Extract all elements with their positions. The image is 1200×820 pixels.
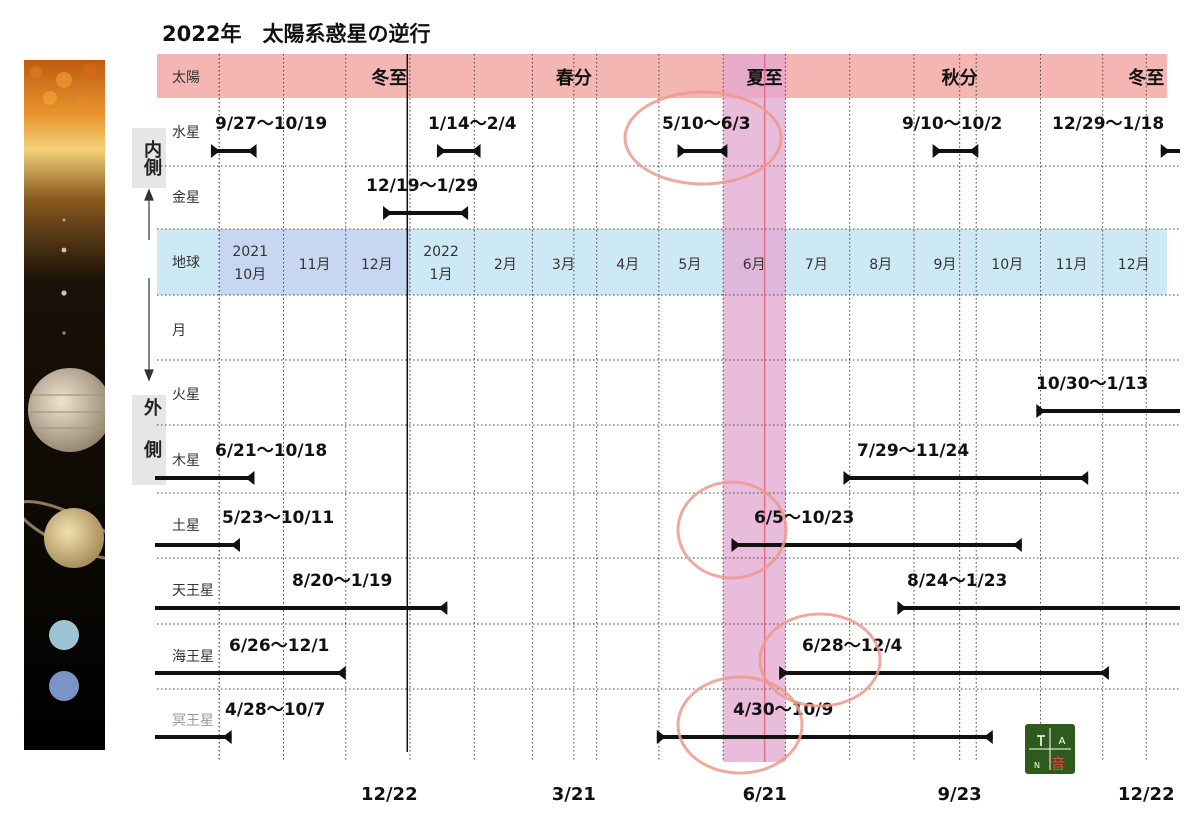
logo-icon: A N 音	[1025, 724, 1075, 774]
planet-name-label: 金星	[172, 190, 200, 206]
month-label: 9月	[934, 257, 957, 273]
planet-name-label: 木星	[172, 453, 200, 469]
retrograde-start-cap	[656, 730, 666, 744]
month-label: 7月	[805, 257, 828, 273]
highlight-circle	[758, 612, 882, 708]
planet-name-label: 月	[172, 323, 186, 339]
retrograde-period-label: 5/10〜6/3	[662, 114, 751, 134]
direction-arrows	[144, 188, 154, 382]
season-label: 冬至	[371, 67, 407, 89]
retrograde-end-cap	[336, 666, 346, 680]
retrograde-start-cap	[1160, 144, 1170, 158]
retrograde-period-label: 6/26〜12/1	[229, 636, 329, 656]
retrograde-period-label: 4/30〜10/9	[733, 700, 833, 720]
planet-name-label: 天王星	[172, 583, 214, 599]
sun-label: 太陽	[172, 70, 200, 86]
month-label: 8月	[869, 257, 892, 273]
retrograde-start-cap	[383, 206, 393, 220]
retrograde-end-cap	[230, 538, 240, 552]
season-label: 夏至	[747, 68, 783, 89]
retrograde-start-cap	[843, 471, 853, 485]
retrograde-end-cap	[459, 206, 469, 220]
planet-name-label: 海王星	[172, 649, 214, 665]
retrograde-period-label: 12/19〜1/29	[366, 176, 478, 196]
planet-name-label: 火星	[172, 387, 200, 403]
season-date-label: 12/22	[1118, 784, 1175, 805]
planet-name-label: 土星	[172, 518, 200, 534]
retrograde-period-label: 6/21〜10/18	[215, 441, 327, 461]
month-label: 10月	[991, 257, 1023, 273]
season-label: 秋分	[942, 67, 978, 89]
retrograde-end-cap	[969, 144, 979, 158]
highlight-circle	[676, 675, 804, 775]
month-year-label: 2022	[423, 244, 459, 260]
planet-name-label: 冥王星	[172, 713, 214, 729]
retrograde-period-label: 1/14〜2/4	[428, 114, 517, 134]
logo-letter-on: 音	[1050, 755, 1065, 773]
chart-title: 2022年 太陽系惑星の逆行	[162, 22, 431, 46]
retrograde-start-cap	[731, 538, 741, 552]
retrograde-end-cap	[1012, 538, 1022, 552]
logo-letter-a: A	[1059, 736, 1066, 747]
highlight-circle	[623, 90, 783, 186]
retrograde-end-cap	[983, 730, 993, 744]
retrograde-period-label: 12/29〜1/18	[1052, 114, 1164, 134]
retrograde-period-label: 6/28〜12/4	[802, 636, 903, 656]
retrograde-period-label: 4/28〜10/7	[225, 700, 325, 720]
month-label: 11月	[299, 257, 331, 273]
month-label: 12月	[361, 257, 393, 273]
retrograde-start-cap	[677, 144, 687, 158]
month-label: 4月	[616, 257, 639, 273]
retrograde-start-cap	[779, 666, 789, 680]
retrograde-period-label: 6/5〜10/23	[754, 508, 854, 528]
month-label: 10月	[234, 267, 266, 283]
month-label: 2月	[494, 257, 517, 273]
month-label: 5月	[678, 257, 701, 273]
month-label: 1月	[430, 267, 453, 283]
retrograde-end-cap	[247, 144, 257, 158]
earth-band-highlight	[219, 229, 411, 295]
retrograde-start-cap	[210, 144, 220, 158]
month-label: 6月	[743, 257, 766, 273]
retrograde-end-cap	[471, 144, 481, 158]
retrograde-start-cap	[436, 144, 446, 158]
retrograde-period-label: 8/24〜1/23	[907, 571, 1007, 591]
season-date-label: 12/22	[361, 784, 418, 805]
season-label: 春分	[556, 67, 592, 89]
season-date-label: 9/23	[938, 784, 982, 805]
summer-band	[723, 54, 786, 762]
season-label: 冬至	[1128, 67, 1164, 89]
month-label: 11月	[1056, 257, 1088, 273]
planets-image	[24, 60, 105, 750]
retrograde-period-label: 8/20〜1/19	[292, 571, 392, 591]
retrograde-end-cap	[718, 144, 728, 158]
season-date-label: 3/21	[552, 784, 596, 805]
retrograde-start-cap	[932, 144, 942, 158]
retrograde-end-cap	[1079, 471, 1089, 485]
retrograde-start-cap	[897, 601, 907, 615]
logo-letter-n: N	[1034, 761, 1040, 770]
outer-label: 外側	[132, 395, 166, 485]
inner-label: 内側	[132, 128, 166, 188]
month-label: 12月	[1118, 257, 1150, 273]
retrograde-period-label: 5/23〜10/11	[222, 508, 334, 528]
retrograde-end-cap	[245, 471, 255, 485]
retrograde-period-label: 10/30〜1/13	[1036, 374, 1148, 394]
season-date-label: 6/21	[743, 784, 787, 805]
retrograde-end-cap	[438, 601, 448, 615]
highlight-circle	[676, 480, 788, 580]
retrograde-end-cap	[1099, 666, 1109, 680]
planet-name-label: 水星	[172, 125, 200, 141]
retrograde-period-label: 7/29〜11/24	[857, 441, 969, 461]
retrograde-period-label: 9/27〜10/19	[215, 114, 327, 134]
month-year-label: 2021	[232, 244, 268, 260]
retrograde-start-cap	[1036, 404, 1046, 418]
sun-band	[157, 54, 1167, 98]
earth-label: 地球	[172, 255, 200, 271]
retrograde-end-cap	[222, 730, 232, 744]
retrograde-period-label: 9/10〜10/2	[902, 114, 1002, 134]
sun-surface-texture	[30, 63, 97, 108]
month-label: 3月	[552, 257, 575, 273]
